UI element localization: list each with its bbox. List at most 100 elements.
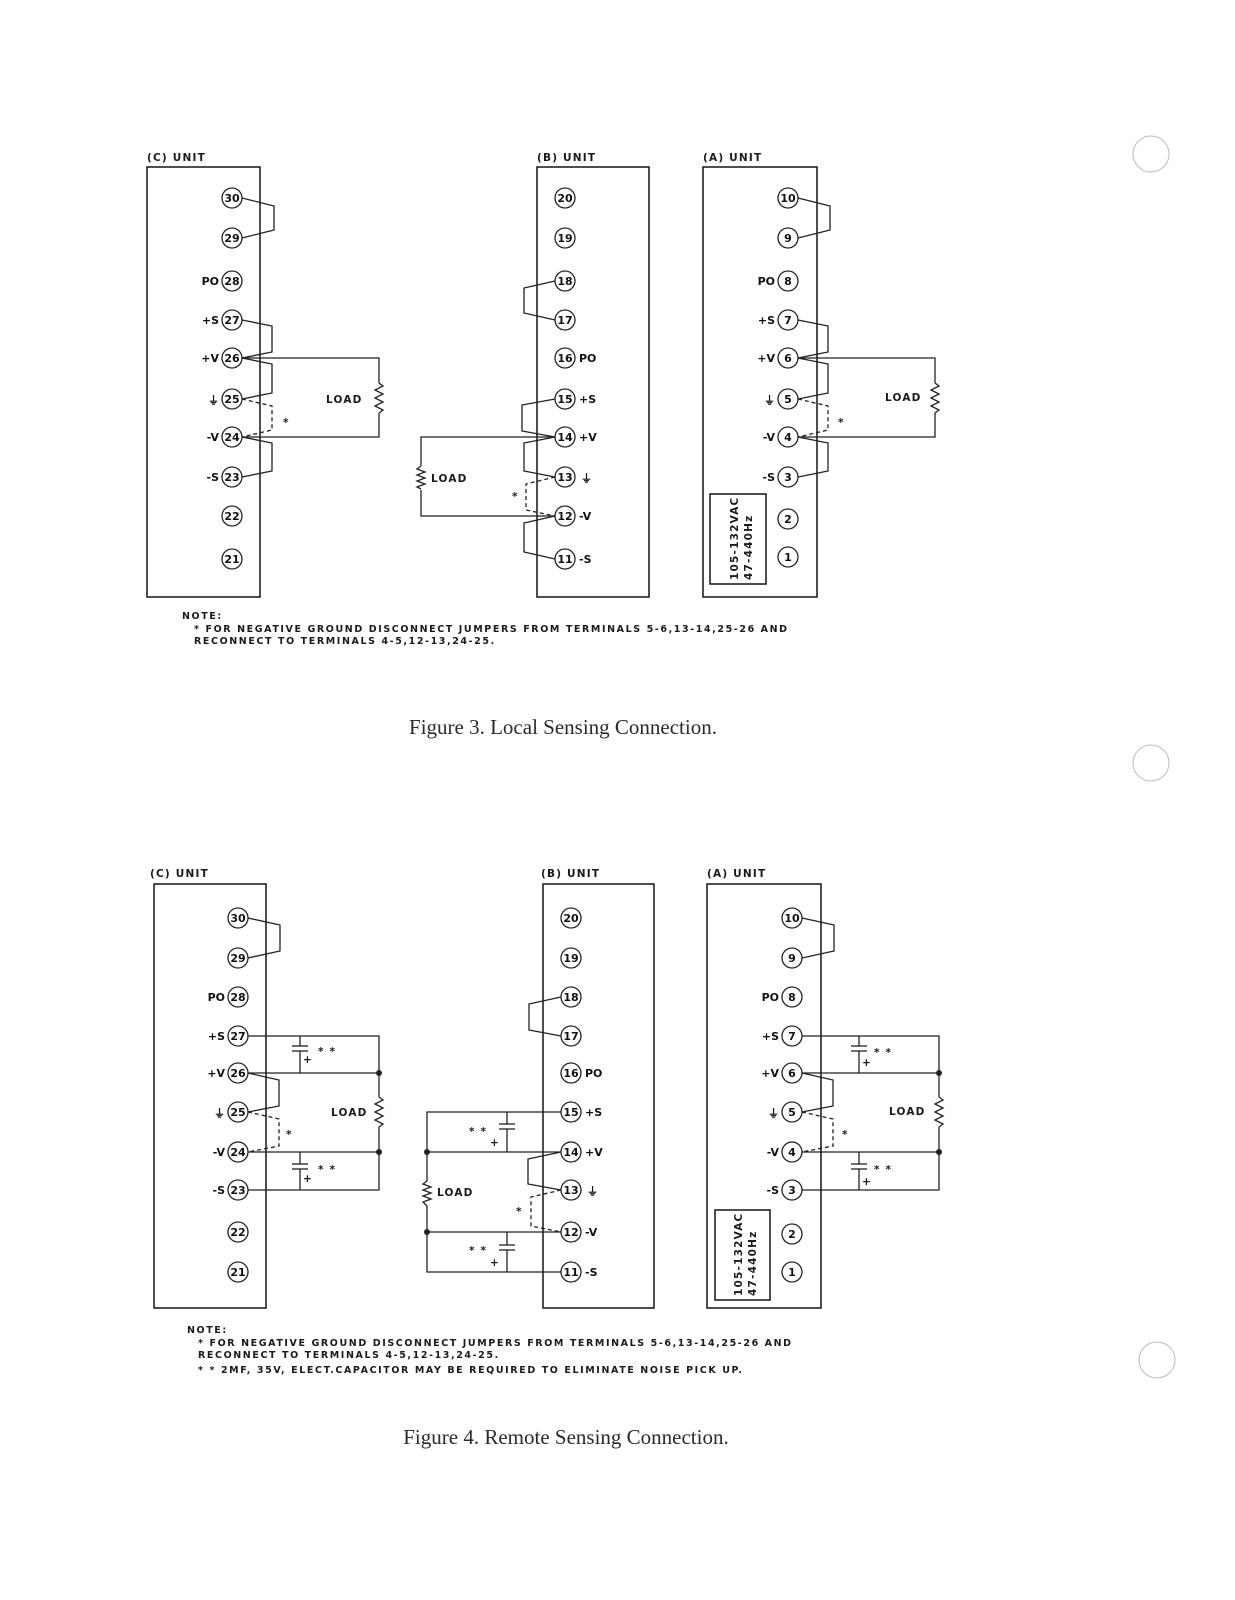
fig3-c-load-wire-top (242, 357, 380, 383)
fig4-b-label-minus-v: -V (585, 1226, 598, 1239)
fig4-unit-b: (B) UNIT 20 19 18 17 16 15 14 13 12 11 P… (421, 868, 655, 1309)
fig3-b-load-wire-top (420, 436, 555, 466)
fig3-c-resistor-icon (373, 382, 385, 414)
terminal-25-label: 25 (224, 393, 239, 406)
fig3-unit-a: (A) UNIT 10 9 8 7 6 5 4 3 2 1 PO +S +V ⏚… (702, 152, 941, 598)
fig3-c-load-label: LOAD (326, 394, 363, 406)
fig4-b-cap-lower-plus: + (490, 1257, 500, 1269)
fig3-b-jumpers (521, 280, 556, 560)
terminal-10-label: 10 (784, 912, 800, 925)
terminal-9-label: 9 (784, 232, 792, 245)
fig3-unit-b-title: (B) UNIT (537, 152, 596, 164)
terminal-1-label: 1 (784, 551, 792, 564)
terminal-18-label: 18 (557, 275, 572, 288)
fig3-unit-a-panel (702, 166, 818, 598)
fig3-a-label-plus-v: +V (757, 352, 775, 365)
terminal-16-label: 16 (563, 1067, 579, 1080)
terminal-10-label: 10 (780, 192, 796, 205)
terminal-21-label: 21 (230, 1266, 245, 1279)
fig4-a-label-plus-s: +S (762, 1030, 779, 1043)
fig4-a-label-po: PO (762, 991, 779, 1004)
terminal-23-label: 23 (224, 471, 239, 484)
terminal-4-label: 4 (788, 1146, 796, 1159)
fig4-b-label-minus-s: -S (585, 1266, 598, 1279)
fig3-unit-b: (B) UNIT 20 19 18 17 16 15 14 13 12 11 P… (415, 152, 650, 598)
fig4-a-ac-voltage: 105-132VAC (733, 1213, 745, 1296)
fig4-a-load-wire-top (802, 1072, 940, 1097)
terminal-6-label: 6 (784, 352, 792, 365)
fig4-unit-b-terminals: 20 19 18 17 16 15 14 13 12 11 (560, 907, 582, 1283)
figure-3-local-sensing: (C) UNIT 30 29 28 27 26 25 24 23 22 21 P… (146, 152, 941, 739)
fig4-b-label-plus-s: +S (585, 1106, 602, 1119)
fig4-unit-c-terminals: 30 29 28 27 26 25 24 23 22 21 (227, 907, 249, 1283)
fig4-a-load-wire-bottom (802, 1127, 940, 1153)
fig3-a-label-plus-s: +S (758, 314, 775, 327)
fig3-c-label-minus-v: -V (207, 431, 220, 444)
binder-hole-top (1132, 135, 1170, 173)
terminal-4-label: 4 (784, 431, 792, 444)
fig4-c-cap-lower-plus: + (303, 1173, 313, 1185)
terminal-22 (227, 1221, 249, 1243)
fig4-a-junction-bottom (936, 1149, 942, 1155)
terminal-8 (777, 270, 799, 292)
terminal-22 (221, 505, 243, 527)
fig4-a-label-plus-v: +V (761, 1067, 779, 1080)
terminal-17-label: 17 (557, 314, 572, 327)
fig3-c-load-wire-bottom (242, 413, 380, 438)
fig4-c-junction-bottom (376, 1149, 382, 1155)
terminal-3-label: 3 (788, 1184, 796, 1197)
fig3-a-ac-input-box (709, 493, 767, 585)
terminal-2 (781, 1223, 803, 1245)
fig3-c-label-plus-v: +V (201, 352, 219, 365)
fig4-b-capacitor-upper-icon (499, 1112, 515, 1152)
fig3-a-mark-single: * (838, 417, 845, 429)
terminal-13-label: 13 (557, 471, 572, 484)
terminal-30-label: 30 (230, 912, 246, 925)
fig4-a-mark-double-upper: * * (874, 1047, 892, 1059)
fig4-unit-a-title: (A) UNIT (707, 868, 766, 880)
fig4-a-cap-upper-plus: + (862, 1057, 872, 1069)
terminal-28-label: 28 (230, 991, 245, 1004)
fig3-c-label-minus-s: -S (207, 471, 220, 484)
terminal-28 (227, 986, 249, 1008)
fig4-c-cap-upper-plus: + (303, 1054, 313, 1066)
fig4-b-cap-upper-plus: + (490, 1137, 500, 1149)
fig4-b-resistor-icon (421, 1180, 433, 1207)
fig4-c-label-po: PO (208, 991, 225, 1004)
fig4-b-load-label: LOAD (437, 1187, 474, 1199)
terminal-16-label: 16 (557, 352, 573, 365)
fig4-c-jumpers (247, 917, 281, 1153)
fig4-a-mark-single: * (842, 1129, 849, 1141)
terminal-12-label: 12 (557, 510, 572, 523)
fig3-c-label-plus-s: +S (202, 314, 219, 327)
terminal-21 (227, 1261, 249, 1283)
fig4-unit-a: (A) UNIT 10 9 8 7 6 5 4 3 2 1 PO +S +V ⏚… (706, 868, 945, 1309)
terminal-15-label: 15 (563, 1106, 578, 1119)
terminal-3-label: 3 (784, 471, 792, 484)
fig3-b-resistor-icon (415, 465, 427, 490)
fig4-unit-b-title: (B) UNIT (541, 868, 600, 880)
fig4-c-ground-icon: ⏚ (214, 1107, 225, 1120)
fig3-b-label-po: PO (579, 352, 596, 365)
fig3-c-label-po: PO (202, 275, 219, 288)
fig3-a-load-wire-top (798, 357, 936, 383)
fig4-c-sense-plus-wire (248, 1035, 380, 1073)
fig3-b-label-minus-s: -S (579, 553, 592, 566)
fig4-b-load-wire-bottom (426, 1206, 561, 1233)
fig4-unit-c-panel (153, 883, 267, 1309)
fig3-a-load-wire-bottom (798, 413, 936, 438)
terminal-6-label: 6 (788, 1067, 796, 1080)
terminal-21 (221, 548, 243, 570)
fig4-c-mark-single: * (286, 1129, 293, 1141)
fig4-a-ac-frequency: 47-440Hz (747, 1231, 759, 1296)
terminal-2-label: 2 (784, 513, 792, 526)
fig4-a-sense-minus-wire (802, 1152, 940, 1191)
fig3-a-ac-voltage: 105-132VAC (729, 497, 741, 580)
terminal-27-label: 27 (230, 1030, 245, 1043)
fig4-a-ac-input-box (714, 1209, 771, 1301)
fig4-a-capacitor-upper-icon (851, 1036, 867, 1073)
fig4-a-label-minus-s: -S (767, 1184, 780, 1197)
fig4-a-sense-plus-wire (802, 1035, 940, 1073)
fig3-unit-c-title: (C) UNIT (147, 152, 206, 164)
